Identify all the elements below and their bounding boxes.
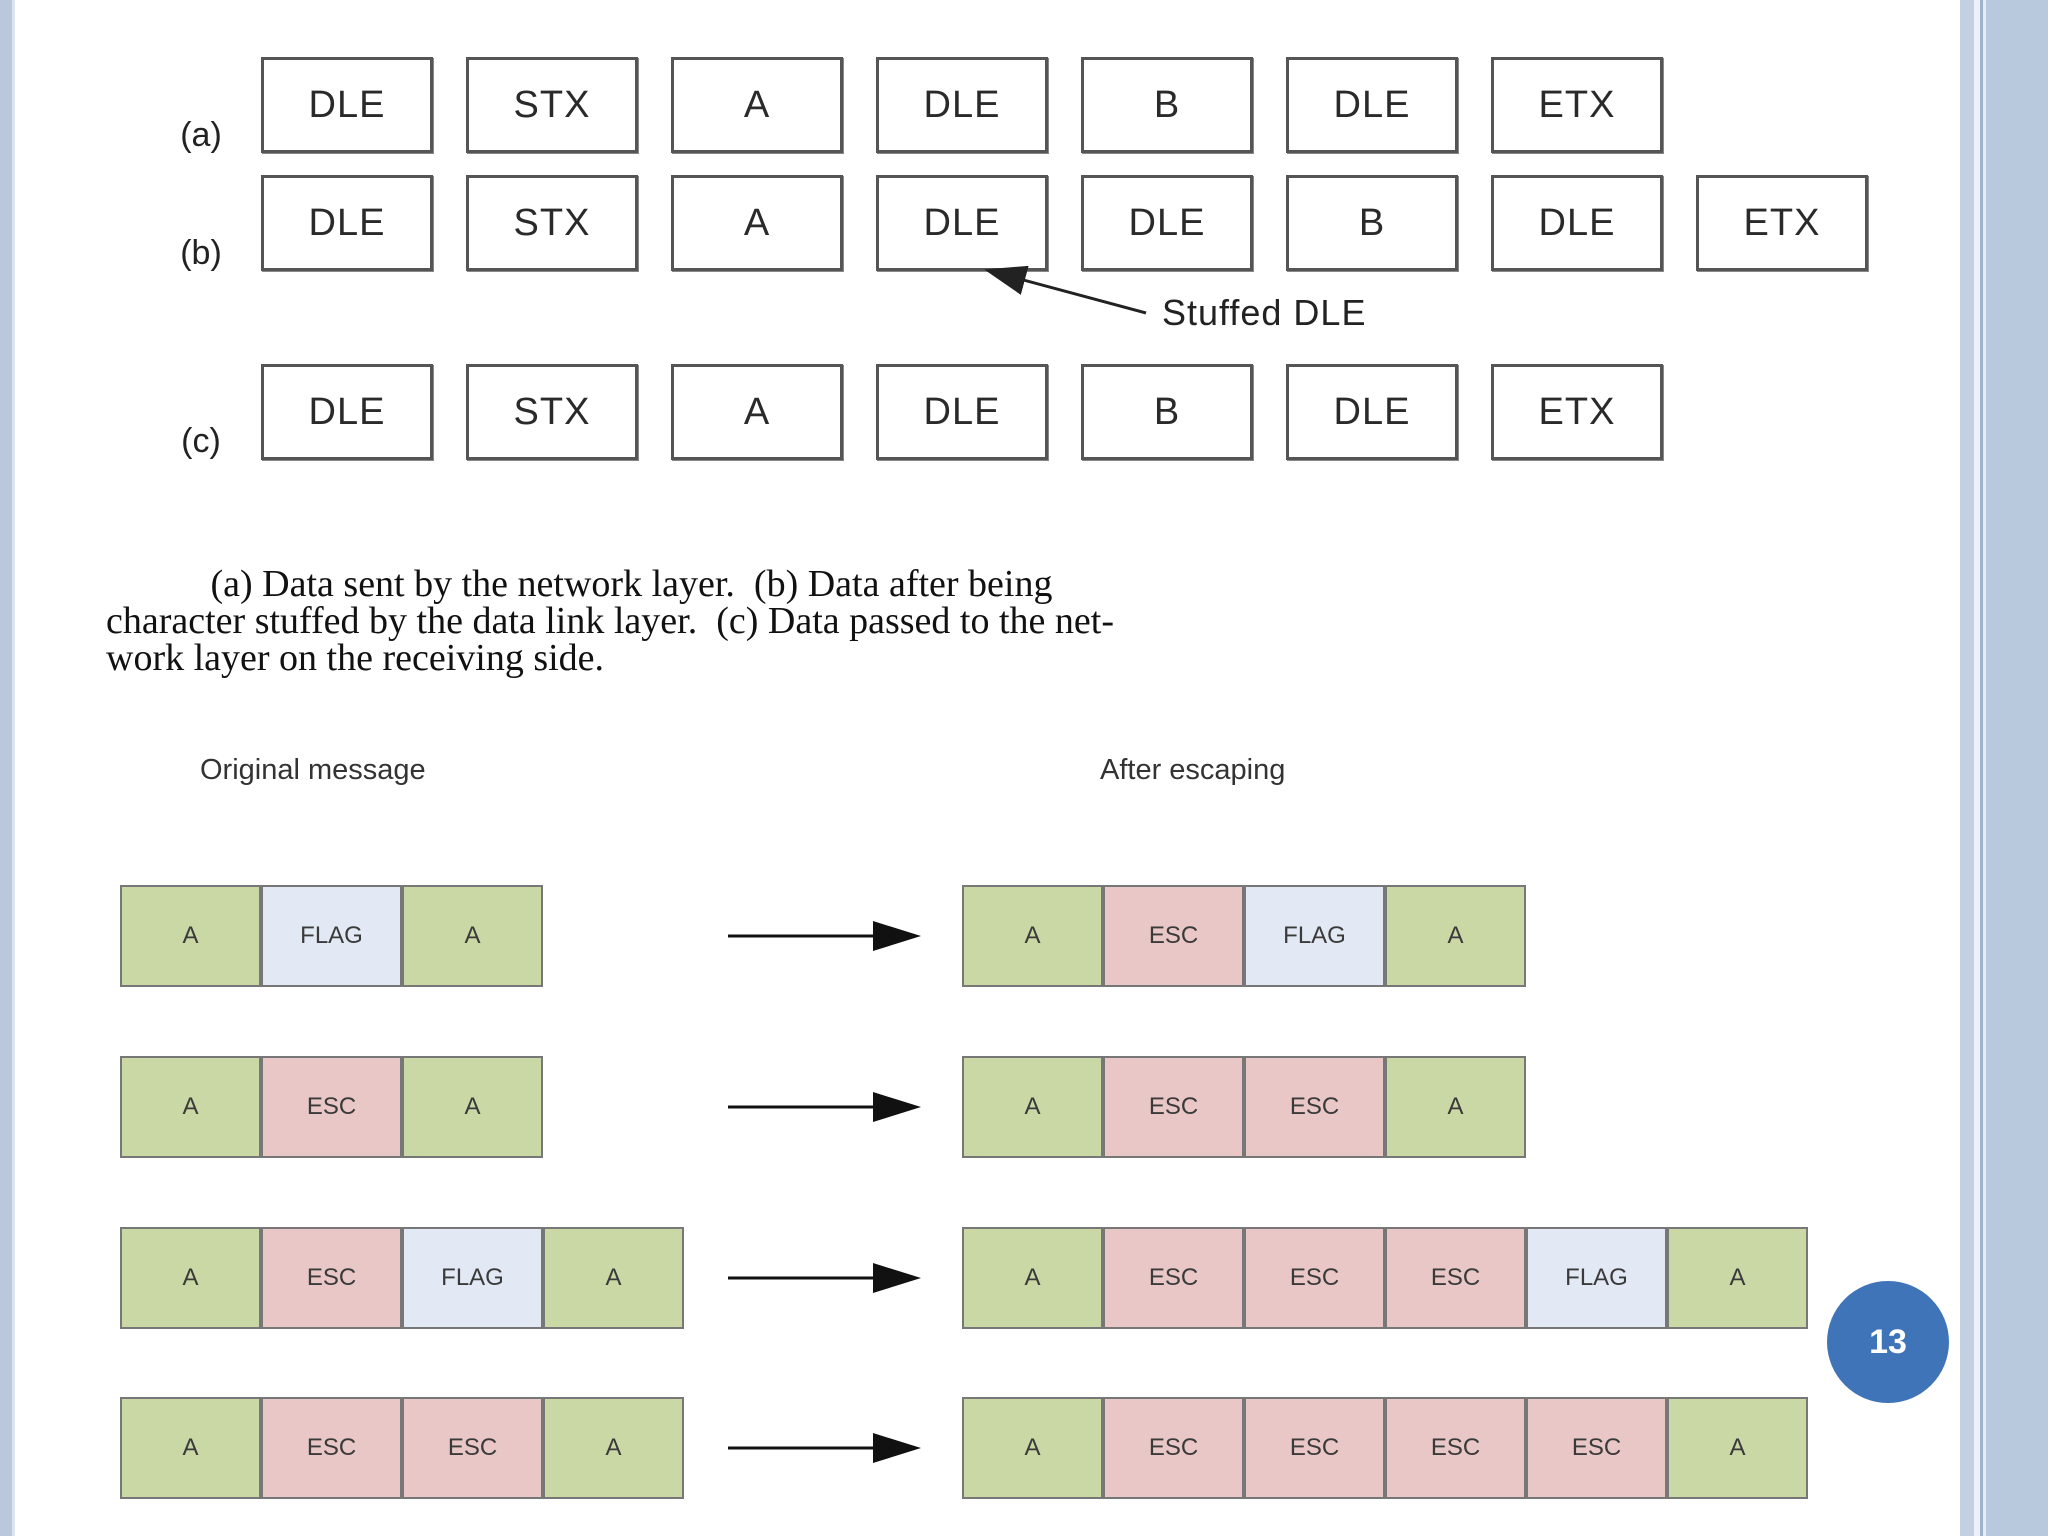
stuffing-byte-box: DLE — [1286, 364, 1458, 460]
stuffing-byte-box: DLE — [876, 57, 1048, 153]
figure-caption: (a) Data sent by the network layer. (b) … — [106, 563, 1896, 679]
original-cell: FLAG — [261, 885, 402, 987]
original-cell: FLAG — [402, 1227, 543, 1329]
stuffing-byte-box: B — [1286, 175, 1458, 271]
original-cell: A — [402, 1056, 543, 1158]
escaped-cell: ESC — [1244, 1056, 1385, 1158]
escaped-cell: ESC — [1103, 885, 1244, 987]
stuffing-byte-box: A — [671, 57, 843, 153]
stuffing-byte-box: STX — [466, 175, 638, 271]
original-cell: A — [543, 1227, 684, 1329]
frame-right-strip — [1960, 0, 1974, 1536]
original-message-heading: Original message — [200, 754, 426, 786]
original-cell: A — [402, 885, 543, 987]
frame-left-border — [0, 0, 12, 1536]
caption-line-2: character stuffed by the data link layer… — [106, 600, 1114, 642]
stuffing-byte-box: ETX — [1491, 364, 1663, 460]
escaped-cell: A — [962, 1056, 1103, 1158]
stuffing-byte-box: DLE — [261, 364, 433, 460]
stuffing-row-label: (a) — [180, 116, 222, 154]
escaped-cell: ESC — [1103, 1397, 1244, 1499]
frame-left-inner-line — [12, 0, 15, 1536]
stuffing-byte-box: ETX — [1696, 175, 1868, 271]
stuffing-byte-box: DLE — [261, 175, 433, 271]
page-number-badge: 13 — [1827, 1281, 1949, 1403]
stuffing-byte-box: DLE — [261, 57, 433, 153]
stuffing-byte-box: DLE — [1286, 57, 1458, 153]
escaped-cell: A — [962, 1397, 1103, 1499]
caption-line-1: (a) Data sent by the network layer. (b) … — [106, 563, 1053, 605]
caption-line-3: work layer on the receiving side. — [106, 637, 605, 679]
escaped-cell: A — [1385, 885, 1526, 987]
frame-right-border — [1986, 0, 2048, 1536]
after-escaping-heading: After escaping — [1100, 754, 1286, 786]
original-cell: ESC — [261, 1227, 402, 1329]
escaped-cell: A — [1667, 1397, 1808, 1499]
frame-right-gap — [1974, 0, 1980, 1536]
escaped-cell: A — [1385, 1056, 1526, 1158]
original-cell: A — [120, 1397, 261, 1499]
stuffing-byte-box: A — [671, 364, 843, 460]
escaped-cell: ESC — [1385, 1227, 1526, 1329]
escaped-cell: ESC — [1103, 1056, 1244, 1158]
stuffing-byte-box: ETX — [1491, 57, 1663, 153]
escaped-cell: ESC — [1244, 1227, 1385, 1329]
original-cell: A — [543, 1397, 684, 1499]
escaped-cell: ESC — [1244, 1397, 1385, 1499]
stuffing-row-label: (c) — [181, 422, 221, 460]
page-number: 13 — [1869, 1322, 1907, 1361]
stuffing-row-label: (b) — [180, 234, 222, 272]
stuffing-byte-box: DLE — [1081, 175, 1253, 271]
stuffing-byte-box: DLE — [876, 364, 1048, 460]
original-cell: ESC — [261, 1397, 402, 1499]
stuffing-byte-box: STX — [466, 364, 638, 460]
escaped-cell: ESC — [1526, 1397, 1667, 1499]
escaped-cell: FLAG — [1244, 885, 1385, 987]
escaped-cell: A — [962, 1227, 1103, 1329]
stuffing-byte-box: DLE — [876, 175, 1048, 271]
escaped-cell: A — [962, 885, 1103, 987]
stuffing-byte-box: DLE — [1491, 175, 1663, 271]
original-cell: ESC — [402, 1397, 543, 1499]
stuffing-byte-box: B — [1081, 364, 1253, 460]
stuffing-byte-box: A — [671, 175, 843, 271]
escaped-cell: FLAG — [1526, 1227, 1667, 1329]
original-cell: ESC — [261, 1056, 402, 1158]
original-cell: A — [120, 885, 261, 987]
stuffing-byte-box: STX — [466, 57, 638, 153]
escaped-cell: ESC — [1103, 1227, 1244, 1329]
original-cell: A — [120, 1056, 261, 1158]
frame-right-line — [1980, 0, 1983, 1536]
stuffed-dle-arrow — [984, 265, 1147, 315]
original-cell: A — [120, 1227, 261, 1329]
escaped-cell: ESC — [1385, 1397, 1526, 1499]
stuffed-dle-label: Stuffed DLE — [1162, 292, 1367, 333]
escaped-cell: A — [1667, 1227, 1808, 1329]
frame-right-line-light — [1983, 0, 1986, 1536]
stuffing-byte-box: B — [1081, 57, 1253, 153]
